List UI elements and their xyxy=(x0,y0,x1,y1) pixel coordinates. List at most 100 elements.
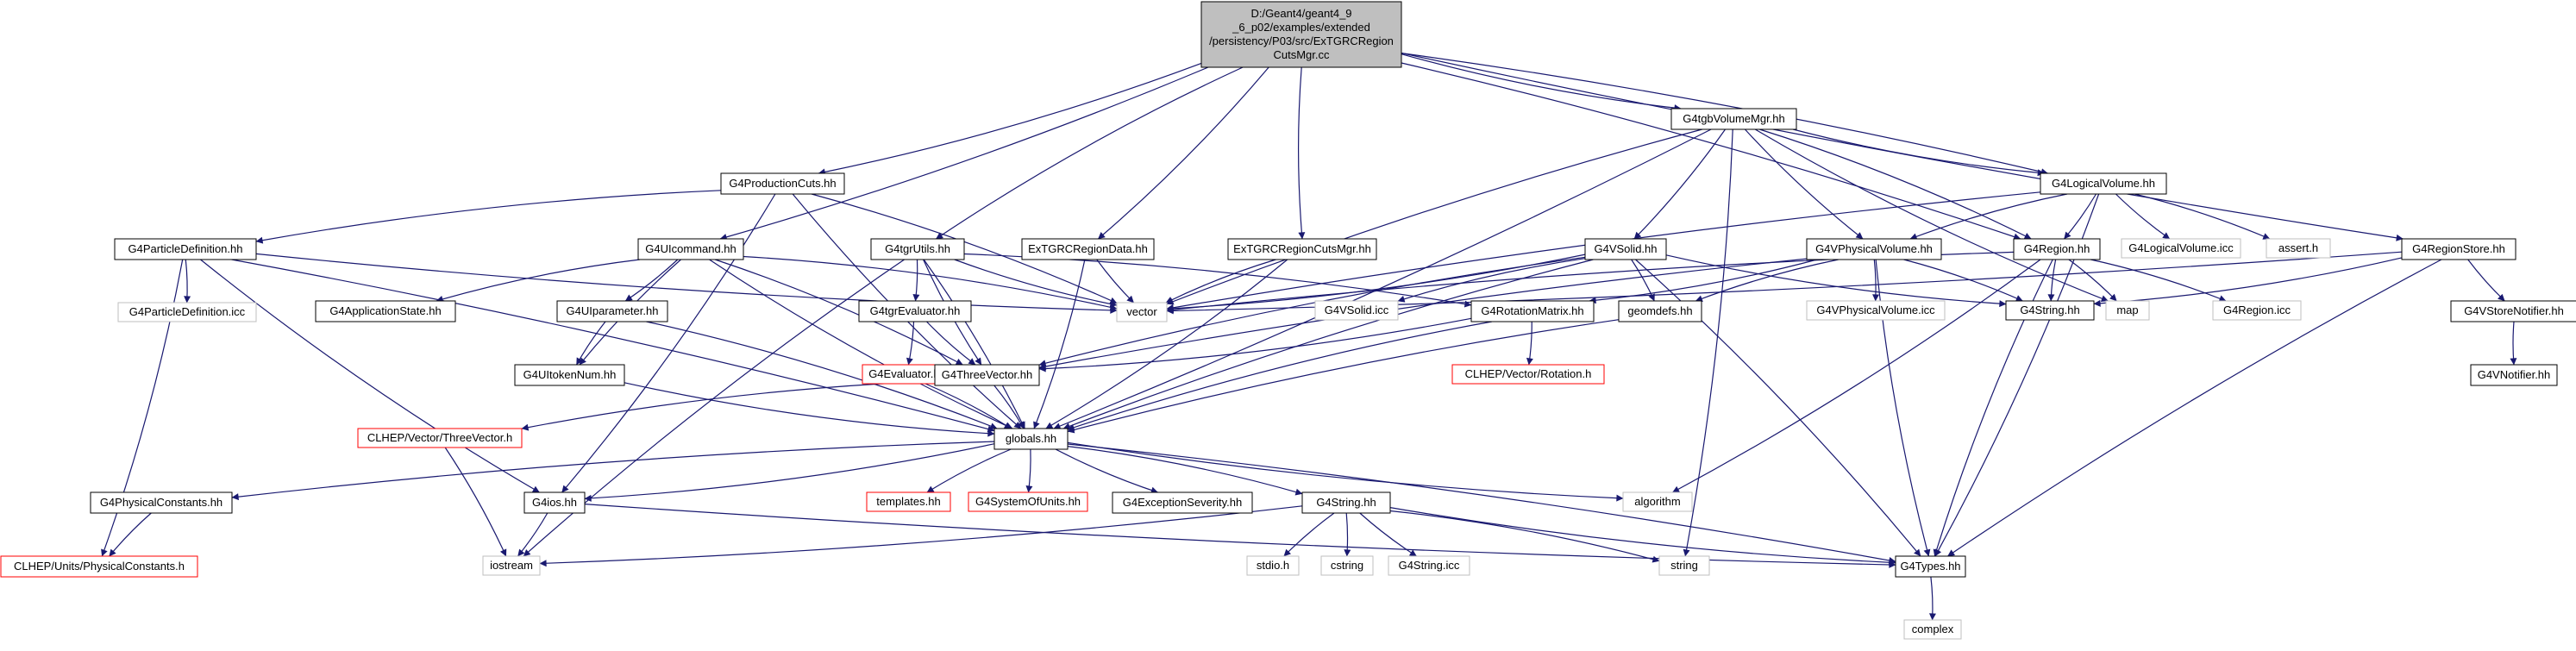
node-g4types[interactable]: G4Types.hh xyxy=(1895,555,1966,578)
node-templates[interactable]: templates.hh xyxy=(866,491,951,512)
node-label-tgrutils: G4tgrUtils.hh xyxy=(885,242,950,255)
node-vphysvol_icc[interactable]: G4VPhysicalVolume.icc xyxy=(1806,300,1946,321)
node-box-clhep_rotation xyxy=(1451,364,1605,385)
node-box-templates xyxy=(866,491,951,512)
node-label-vstorenotifier: G4VStoreNotifier.hh xyxy=(2464,304,2564,317)
node-prodcuts[interactable]: G4ProductionCuts.hh xyxy=(720,172,845,195)
edge-tgbvolmgr-to-vphysvol xyxy=(1744,128,1864,240)
node-box-clhep_threevector xyxy=(357,428,523,448)
node-string[interactable]: string xyxy=(1658,555,1710,576)
edge-vsolid-to-geomdefs xyxy=(1631,259,1655,302)
node-assert[interactable]: assert.h xyxy=(2266,238,2331,259)
node-regionstore[interactable]: G4RegionStore.hh xyxy=(2401,238,2516,260)
node-clhep_rotation[interactable]: CLHEP/Vector/Rotation.h xyxy=(1451,364,1605,385)
node-g4string_icc[interactable]: G4String.icc xyxy=(1388,555,1470,576)
node-g4string2[interactable]: G4String.hh xyxy=(1301,491,1391,514)
node-excseverity[interactable]: G4ExceptionSeverity.hh xyxy=(1112,491,1253,514)
node-tgrevaluator[interactable]: G4tgrEvaluator.hh xyxy=(858,300,972,322)
node-label-root-line-0: D:/Geant4/geant4_9 xyxy=(1250,7,1351,20)
node-box-algorithm xyxy=(1622,491,1693,512)
node-box-geomdefs xyxy=(1618,300,1702,322)
node-label-region_icc: G4Region.icc xyxy=(2223,304,2291,316)
node-box-vnotifier xyxy=(2470,364,2558,386)
node-box-clhep_physconst xyxy=(0,555,198,578)
node-map[interactable]: map xyxy=(2105,300,2150,321)
node-region[interactable]: G4Region.hh xyxy=(2013,238,2101,260)
node-label-regionstore: G4RegionStore.hh xyxy=(2412,242,2505,255)
node-label-g4ios: G4ios.hh xyxy=(532,496,577,509)
node-iostream[interactable]: iostream xyxy=(482,555,541,576)
edge-uicommand-to-threevector xyxy=(715,259,963,366)
node-globals[interactable]: globals.hh xyxy=(993,428,1069,450)
edge-tgbvolmgr-to-vector xyxy=(1166,128,1702,305)
node-regioncutsmgr[interactable]: ExTGRCRegionCutsMgr.hh xyxy=(1227,238,1377,260)
node-label-stdio: stdio.h xyxy=(1257,559,1289,572)
node-appstate[interactable]: G4ApplicationState.hh xyxy=(315,300,456,322)
edge-globals-to-excseverity xyxy=(1055,448,1158,494)
node-box-region_icc xyxy=(2212,300,2302,321)
node-box-rotmatrix xyxy=(1470,300,1595,322)
node-clhep_threevector[interactable]: CLHEP/Vector/ThreeVector.h xyxy=(357,428,523,448)
node-label-uiparameter: G4UIparameter.hh xyxy=(567,304,659,317)
node-box-tgbvolmgr xyxy=(1670,108,1797,130)
node-tgbvolmgr[interactable]: G4tgbVolumeMgr.hh xyxy=(1670,108,1797,130)
node-tgrutils[interactable]: G4tgrUtils.hh xyxy=(870,238,965,260)
node-box-vphysvol_icc xyxy=(1806,300,1946,321)
edge-globals-to-sysofunits xyxy=(1025,448,1033,493)
node-clhep_physconst[interactable]: CLHEP/Units/PhysicalConstants.h xyxy=(0,555,198,578)
node-logvol[interactable]: G4LogicalVolume.hh xyxy=(2040,172,2167,195)
edge-root-to-regionstore xyxy=(1401,52,2404,241)
node-root[interactable]: D:/Geant4/geant4_9_6_p02/examples/extend… xyxy=(1200,1,1402,68)
node-label-clhep_physconst: CLHEP/Units/PhysicalConstants.h xyxy=(14,560,185,573)
edge-vsolid-to-vector xyxy=(1166,254,1586,312)
node-cstring[interactable]: cstring xyxy=(1320,555,1374,576)
edge-logvol-to-vphysvol xyxy=(1909,193,2068,241)
node-vsolid[interactable]: G4VSolid.hh xyxy=(1584,238,1667,260)
edge-regionstore-to-g4types xyxy=(1947,259,2442,557)
node-uiparameter[interactable]: G4UIparameter.hh xyxy=(556,300,668,322)
edge-vsolid-to-g4string xyxy=(1665,254,2007,308)
edge-vphysvol-to-geomdefs xyxy=(1695,259,1839,303)
node-complex[interactable]: complex xyxy=(1903,619,1962,640)
node-uicommand[interactable]: G4UIcommand.hh xyxy=(637,238,744,260)
edge-threevector-to-globals xyxy=(993,385,1025,429)
edge-vphysvol-to-g4string xyxy=(1903,259,2023,302)
node-regiondata[interactable]: ExTGRCRegionData.hh xyxy=(1021,238,1155,260)
node-sysofunits[interactable]: G4SystemOfUnits.hh xyxy=(968,491,1088,512)
node-region_icc[interactable]: G4Region.icc xyxy=(2212,300,2302,321)
node-label-vsolid_icc: G4VSolid.icc xyxy=(1325,304,1389,316)
node-geomdefs[interactable]: geomdefs.hh xyxy=(1618,300,1702,322)
node-vector[interactable]: vector xyxy=(1116,302,1168,322)
node-algorithm[interactable]: algorithm xyxy=(1622,491,1693,512)
node-g4string[interactable]: G4String.hh xyxy=(2005,300,2095,321)
node-g4ios[interactable]: G4ios.hh xyxy=(523,491,586,514)
node-partdef_icc[interactable]: G4ParticleDefinition.icc xyxy=(117,302,257,322)
edge-uiparameter-to-uitokennum xyxy=(575,321,606,366)
node-stdio[interactable]: stdio.h xyxy=(1246,555,1300,576)
node-partdef[interactable]: G4ParticleDefinition.hh xyxy=(114,238,257,260)
node-box-tgrevaluator xyxy=(858,300,972,322)
node-physconst[interactable]: G4PhysicalConstants.hh xyxy=(90,491,233,514)
edge-partdef-to-g4ios xyxy=(200,259,540,493)
node-uitokennum[interactable]: G4UItokenNum.hh xyxy=(514,364,625,386)
node-vphysvol[interactable]: G4VPhysicalVolume.hh xyxy=(1806,238,1942,260)
node-threevector[interactable]: G4ThreeVector.hh xyxy=(934,364,1040,386)
node-box-root xyxy=(1200,1,1402,68)
node-box-g4string xyxy=(2005,300,2095,321)
edge-vphysvol-to-g4types xyxy=(1875,259,1931,557)
node-label-partdef_icc: G4ParticleDefinition.icc xyxy=(129,305,246,318)
edge-g4types-to-complex xyxy=(1928,576,1936,621)
node-box-iostream xyxy=(482,555,541,576)
edge-uiparameter-to-globals xyxy=(646,321,998,429)
node-vstorenotifier[interactable]: G4VStoreNotifier.hh xyxy=(2450,300,2576,322)
edge-uicommand-to-globals xyxy=(709,259,1013,429)
node-label-string: string xyxy=(1670,559,1698,572)
edge-partdef-to-vector xyxy=(255,253,1118,314)
node-rotmatrix[interactable]: G4RotationMatrix.hh xyxy=(1470,300,1595,322)
node-vnotifier[interactable]: G4VNotifier.hh xyxy=(2470,364,2558,386)
node-vsolid_icc[interactable]: G4VSolid.icc xyxy=(1314,300,1399,321)
edge-g4ios-to-iostream xyxy=(517,512,548,557)
node-label-root-line-2: /persistency/P03/src/ExTGRCRegion xyxy=(1209,34,1394,47)
node-logvol_icc[interactable]: G4LogicalVolume.icc xyxy=(2121,238,2241,259)
